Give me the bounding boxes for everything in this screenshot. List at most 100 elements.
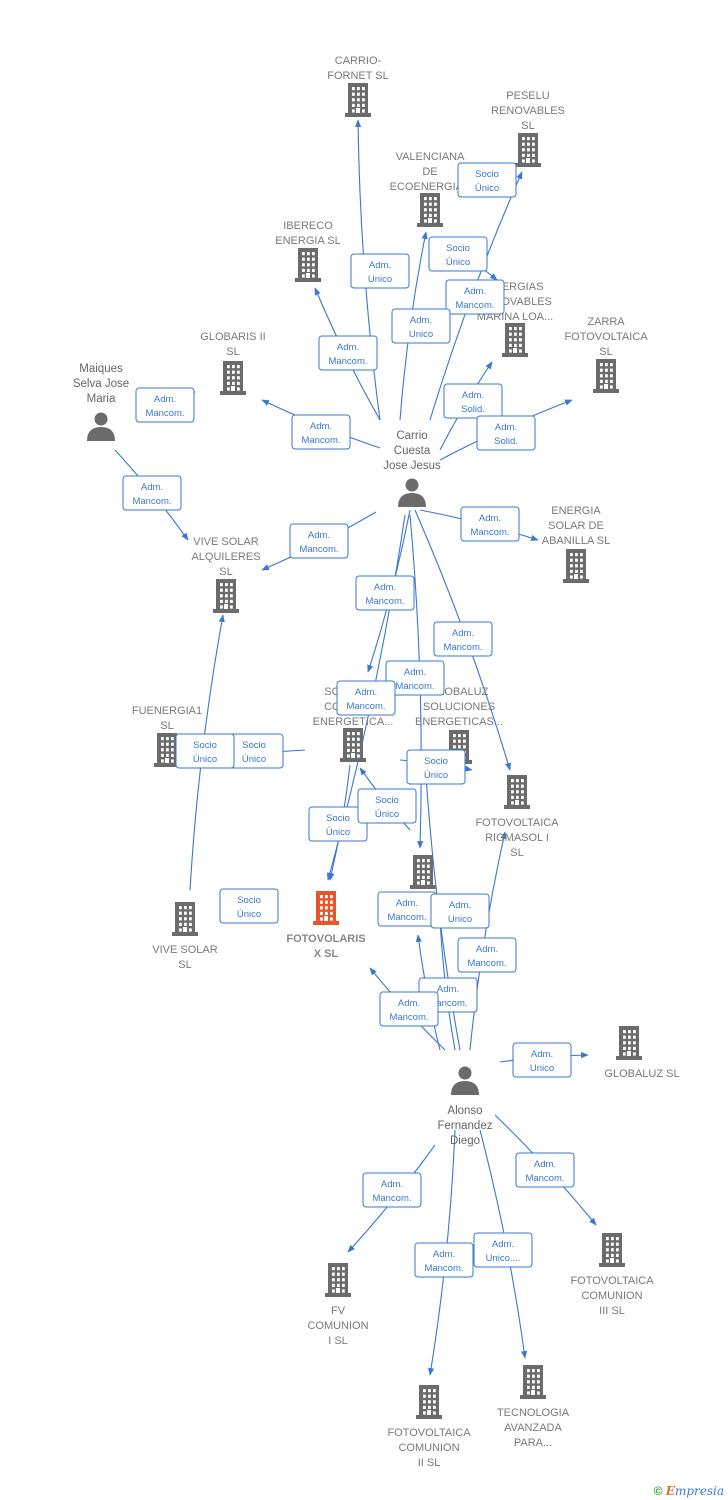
node-carrio_fornet[interactable]: CARRIO-FORNET SL: [327, 55, 389, 117]
edge-label-text: Mancom.: [328, 356, 367, 367]
edge-label-text: Solid.: [494, 436, 518, 447]
edge-label[interactable]: Adm.Mancom.: [433, 621, 493, 657]
edge-label[interactable]: Adm.Mancom.: [379, 991, 439, 1027]
node-globaluz[interactable]: GLOBALUZ SL: [604, 1026, 680, 1080]
edge-label[interactable]: Adm.Mancom.: [289, 523, 349, 559]
edge-label-text: Unico: [530, 1063, 554, 1074]
building-icon: [313, 891, 339, 925]
edge-label-box: [385, 660, 445, 696]
edge-label-box: [289, 523, 349, 559]
edge-label-text: Adm.: [154, 394, 176, 405]
edge-label[interactable]: Adm.Unico: [350, 253, 410, 289]
node-label: SOLAR DE: [548, 520, 604, 532]
node-label: COMUNION: [581, 1290, 642, 1302]
node-label: Diego: [450, 1135, 480, 1147]
edge-label-text: Socio: [237, 895, 261, 906]
node-label: ZARRA: [587, 316, 625, 328]
person-icon: [451, 1066, 479, 1095]
node-label: Fernandez: [438, 1120, 493, 1132]
edge-label[interactable]: Adm.Mancom.: [460, 506, 520, 542]
edge-label-text: Mancom.: [301, 435, 340, 446]
edge-label[interactable]: Adm.Mancom.: [414, 1242, 474, 1278]
edge-label[interactable]: Adm. Solid.: [476, 415, 536, 451]
edge-label-box: [406, 749, 466, 785]
building-icon: [520, 1365, 546, 1399]
edge-label[interactable]: Adm.Unico....: [473, 1232, 533, 1268]
node-label: COMUNION: [307, 1320, 368, 1332]
building-icon: [410, 855, 436, 889]
edge-label-box: [512, 1042, 572, 1078]
building-icon: [325, 1263, 351, 1297]
edge-label-text: Mancom.: [525, 1173, 564, 1184]
edge-label[interactable]: Adm.Unico: [391, 308, 451, 344]
edge-label-text: Adm.: [398, 998, 420, 1009]
edge-label[interactable]: Adm.Mancom.: [445, 279, 505, 315]
node-tecnologia[interactable]: TECNOLOGIAAVANZADAPARA...: [497, 1365, 570, 1449]
edge-label-box: [318, 335, 378, 371]
edge-label[interactable]: Adm.Mancom.: [385, 660, 445, 696]
edge-label[interactable]: Adm.Mancom.: [355, 575, 415, 611]
node-label: ENERGETICAS...: [415, 716, 503, 728]
edge-label[interactable]: Adm.Mancom.: [291, 414, 351, 450]
footer-brand[interactable]: © Empresia: [654, 1484, 724, 1498]
edge-label-text: Mancom.: [428, 998, 467, 1009]
edge-label[interactable]: Adm.Mancom.: [362, 1172, 422, 1208]
edge-label-box: [515, 1152, 575, 1188]
edge-label[interactable]: Adm.Mancom.: [457, 937, 517, 973]
edge-label[interactable]: Adm.Unico: [430, 893, 490, 929]
edge-label-text: Adm.: [531, 1049, 553, 1060]
edge-label-text: Adm.: [449, 900, 471, 911]
edge-label-text: Único: [475, 183, 499, 194]
edge-label[interactable]: Adm.Solid.: [443, 383, 503, 419]
node-label: FOTOVOLTAICA: [387, 1427, 471, 1439]
edge-label[interactable]: Adm.Mancom.: [122, 475, 182, 511]
building-icon: [154, 733, 180, 767]
node-label: RIOMASOL I: [485, 832, 549, 844]
edge-label[interactable]: Adm.Mancom.: [135, 387, 195, 423]
edge-label[interactable]: Adm.Mancom.: [336, 680, 396, 716]
node-label: FOTOVOLTAICA: [475, 817, 559, 829]
edge-label[interactable]: Adm.Mancom.: [377, 891, 437, 927]
person-icon: [87, 412, 115, 441]
edge-label[interactable]: Adm. Unico: [512, 1042, 572, 1078]
node-label: ECOENERGIAS: [390, 181, 471, 193]
edge-label-text: Adm.: [495, 422, 517, 433]
node-label: Cuesta: [394, 445, 431, 457]
edge-label-box: [391, 308, 451, 344]
node-label: FV: [331, 1305, 346, 1317]
edge-label[interactable]: Adm.Mancom.: [515, 1152, 575, 1188]
edge-label-text: Único: [193, 754, 217, 765]
building-icon: [599, 1233, 625, 1267]
edge-label-box: [443, 383, 503, 419]
node-label: ABANILLA SL: [542, 535, 611, 547]
building-icon: [340, 728, 366, 762]
edge-label[interactable]: Adm.Mancom.: [318, 335, 378, 371]
edge-label-text: Adm.: [404, 667, 426, 678]
